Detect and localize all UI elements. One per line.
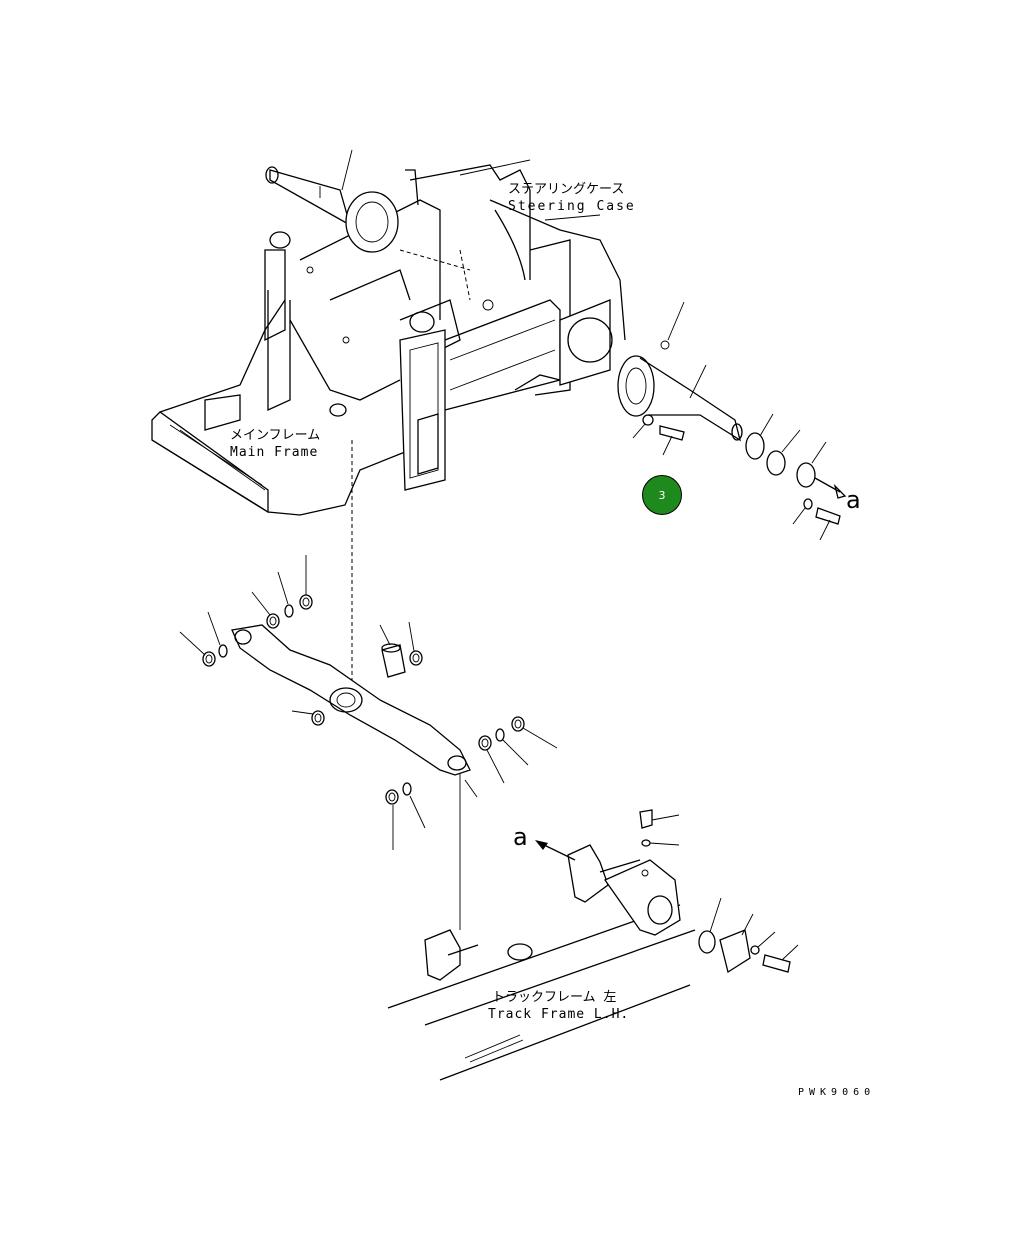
reference-a-right: a xyxy=(846,486,861,514)
callout-number: 3 xyxy=(658,488,666,502)
reference-a-lower: a xyxy=(513,823,528,851)
main-frame xyxy=(151,199,561,516)
reference-arrows xyxy=(535,840,576,861)
right-pivot-shaft-assembly xyxy=(617,301,847,541)
callout-badge-3[interactable]: 3 xyxy=(642,475,682,515)
track-frame-cover-parts xyxy=(639,809,799,974)
bushing-set-upper-left xyxy=(179,555,313,667)
track-frame xyxy=(387,844,696,1081)
main-frame-label-jp: メインフレーム xyxy=(230,428,321,443)
track-frame-label-jp: トラックフレーム 左 xyxy=(492,990,617,1005)
steering-case-label-jp: ステアリングケース xyxy=(508,182,625,197)
main-frame-label-en: Main Frame xyxy=(230,445,319,460)
steering-case-label-en: Steering Case xyxy=(508,199,636,214)
steering-case xyxy=(405,159,626,396)
left-pivot-shaft xyxy=(265,149,399,253)
bushing-set-center xyxy=(291,621,423,726)
bushing-set-lower-right xyxy=(385,716,558,850)
drawing-code: PWK9060 xyxy=(798,1087,876,1098)
equalizer-bar xyxy=(231,624,471,776)
track-frame-label-en: Track Frame L.H. xyxy=(488,1007,630,1022)
